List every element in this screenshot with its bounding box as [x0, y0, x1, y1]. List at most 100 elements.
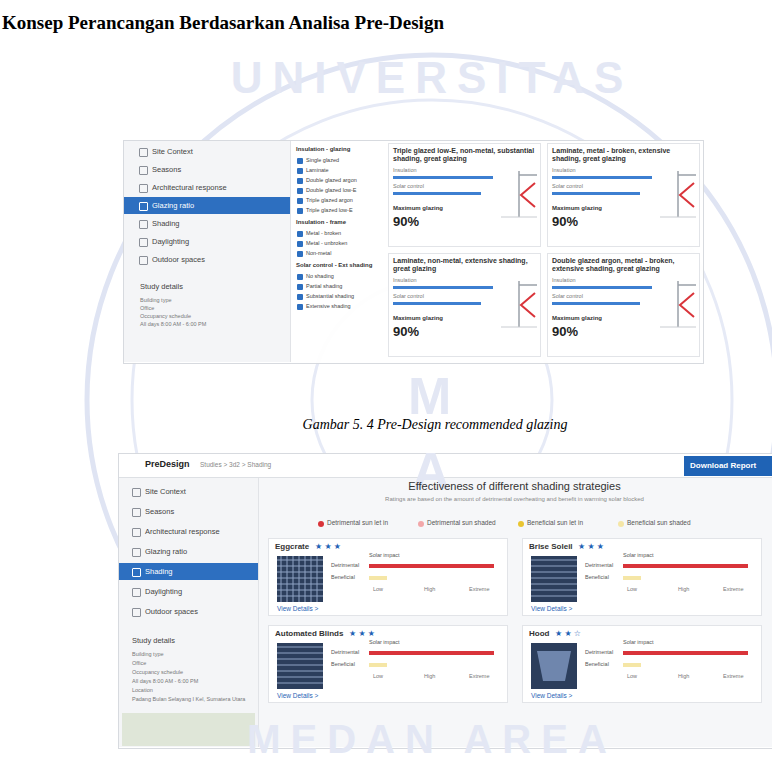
ui-label: Glazing ratio	[145, 547, 187, 556]
metric-value: 90%	[393, 324, 419, 340]
ui-label: Site Context	[145, 487, 186, 496]
metric-label: Maximum glazing	[393, 315, 443, 322]
ui-label: Solar control - Ext shading	[296, 262, 372, 269]
checkbox	[297, 251, 303, 257]
solar-bar	[552, 192, 640, 195]
details-link: View Details >	[531, 692, 572, 700]
axis-label: High	[678, 586, 689, 593]
legend-text: Beneficial sun shaded	[627, 519, 691, 527]
legend-swatch	[618, 521, 624, 527]
legend-swatch	[518, 521, 524, 527]
impact-bar	[623, 576, 641, 580]
axis-label: High	[678, 673, 689, 680]
watermark-text: MEDAN AREA	[132, 715, 732, 763]
checkbox	[297, 304, 303, 310]
axis-label: High	[424, 673, 435, 680]
window-section-sketch	[658, 169, 698, 219]
details-link: View Details >	[277, 692, 318, 700]
checkbox	[297, 208, 303, 214]
ui-label: Daylighting	[152, 237, 189, 246]
checkbox	[297, 188, 303, 194]
ui-label: Architectural response	[152, 183, 227, 192]
bar-label: Solar control	[552, 293, 583, 300]
ui-label: Outdoor spaces	[145, 607, 198, 616]
details-link: View Details >	[531, 605, 572, 613]
selected-highlight	[119, 563, 258, 580]
ui-label: All days 8:00 AM - 6:00 PM	[140, 321, 206, 328]
ui-label: Outdoor spaces	[152, 255, 205, 264]
nav-icon	[139, 256, 148, 265]
nav-icon	[132, 508, 141, 517]
filter-option: Extensive shading	[306, 303, 351, 310]
shading-device-image	[531, 556, 577, 602]
ui-label: Building type	[140, 297, 172, 304]
legend-text: Beneficial sun let in	[527, 519, 583, 527]
impact-bar	[623, 564, 748, 568]
ui-label: Occupancy schedule	[140, 313, 191, 320]
nav-icon	[132, 608, 141, 617]
ui-label: Occupancy schedule	[132, 669, 252, 676]
glazing-card: Laminate, metal - broken, extensive shad…	[547, 143, 700, 247]
checkbox	[297, 241, 303, 247]
glazing-card: Double glazed argon, metal - broken, ext…	[547, 253, 700, 357]
sidebar-panel	[124, 141, 291, 362]
bar-label: Insulation	[552, 167, 576, 174]
filter-option: Substantial shading	[306, 293, 354, 300]
glazing-card: Triple glazed low-E, non-metal, substant…	[388, 143, 541, 247]
filter-option: Metal - broken	[306, 230, 341, 237]
row-label: Detrimental	[585, 649, 613, 656]
filter-option: No shading	[306, 273, 334, 280]
shading-card: Brise Soleil★ ★ ★Solar impactDetrimental…	[522, 538, 762, 616]
insulation-bar	[552, 286, 652, 289]
solar-bar	[393, 192, 481, 195]
ui-label: Seasons	[152, 165, 181, 174]
ui-label: Glazing ratio	[152, 201, 194, 210]
filter-option: Double glazed low-E	[306, 187, 356, 194]
shading-card: Hood★ ★ ☆Solar impactDetrimentalBenefici…	[522, 625, 762, 703]
bar-label: Insulation	[393, 277, 417, 284]
metric-value: 90%	[552, 214, 578, 230]
axis-label: Low	[373, 673, 383, 680]
insulation-bar	[552, 176, 652, 179]
chart-title: Solar impact	[369, 552, 400, 559]
filter-option: Non-metal	[306, 250, 331, 257]
ui-label: Office	[140, 305, 154, 312]
ui-label: Study details	[140, 282, 183, 291]
card-title: Laminate, non-metal, extensive shading, …	[393, 257, 536, 274]
checkbox	[297, 158, 303, 164]
ui-label: Shading	[152, 219, 180, 228]
impact-bar	[369, 663, 387, 667]
star-rating: ★ ★ ★	[315, 542, 341, 552]
strategy-name: Hood	[529, 629, 549, 639]
ui-label: Insulation - glazing	[296, 146, 350, 153]
axis-label: Extreme	[469, 586, 489, 593]
star-rating: ★ ★ ★	[578, 542, 604, 552]
filter-option: Triple glazed argon	[306, 197, 353, 204]
impact-bar	[369, 651, 494, 655]
bar-label: Solar control	[393, 293, 424, 300]
bar-label: Solar control	[393, 183, 424, 190]
window-section-sketch	[658, 279, 698, 329]
checkbox	[297, 198, 303, 204]
metric-label: Maximum glazing	[552, 205, 602, 212]
card-title: Triple glazed low-E, non-metal, substant…	[393, 147, 536, 164]
row-label: Beneficial	[585, 661, 609, 668]
chart-title: Solar impact	[623, 639, 654, 646]
axis-label: High	[424, 586, 435, 593]
ui-label: Site Context	[152, 147, 193, 156]
row-label: Beneficial	[331, 574, 355, 581]
shading-device-image	[277, 556, 323, 602]
card-title: Double glazed argon, metal - broken, ext…	[552, 257, 695, 274]
window-section-sketch	[499, 279, 539, 329]
filter-option: Single glazed	[306, 157, 339, 164]
strategy-name: Automated Blinds	[275, 629, 343, 639]
nav-icon	[139, 202, 148, 211]
shading-device-image	[277, 643, 323, 689]
filter-option: Triple glazed low-E	[306, 207, 353, 214]
impact-bar	[369, 576, 387, 580]
page-heading: Konsep Perancangan Berdasarkan Analisa P…	[2, 12, 444, 35]
impact-bar	[369, 564, 494, 568]
ui-label: Daylighting	[145, 587, 182, 596]
metric-label: Maximum glazing	[552, 315, 602, 322]
filter-option: Laminate	[306, 167, 329, 174]
